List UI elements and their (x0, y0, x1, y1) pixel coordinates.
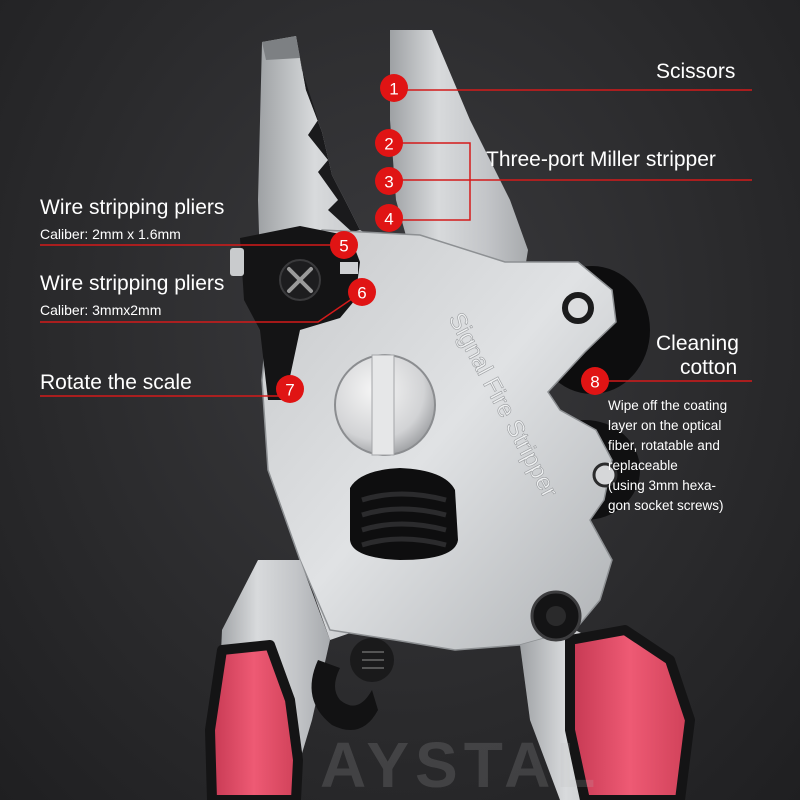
label-pliers-1-caliber: Caliber: 2mm x 1.6mm (40, 226, 181, 242)
rotating-scale-bracket (240, 226, 360, 400)
right-handle (565, 625, 695, 800)
svg-text:1: 1 (389, 80, 398, 99)
slot-6 (340, 262, 358, 274)
label-pliers-2-caliber: Caliber: 3mmx2mm (40, 302, 162, 318)
pivot-screw-slot (371, 354, 395, 456)
cross-screw-slot (287, 267, 313, 293)
cleaning-desc-line: layer on the optical (608, 418, 722, 433)
svg-text:3: 3 (384, 173, 393, 192)
spring-window (350, 468, 458, 560)
marker-8: 8 (581, 367, 609, 395)
cleaning-description: Wipe off the coating layer on the optica… (608, 396, 727, 516)
cleaning-desc-line: fiber, rotatable and (608, 438, 720, 453)
cleaning-desc-line: gon socket screws) (608, 498, 724, 513)
leader-bracket-2-4 (402, 142, 471, 221)
label-pliers-1-title: Wire stripping pliers (40, 196, 225, 219)
cleaning-desc-line: replaceable (608, 458, 678, 473)
left-handle (205, 640, 303, 800)
marker-4: 4 (375, 204, 403, 232)
label-pliers-2-title: Wire stripping pliers (40, 272, 225, 295)
label-miller-stripper: Three-port Miller stripper (486, 148, 716, 171)
svg-text:8: 8 (590, 373, 599, 392)
label-scissors: Scissors (656, 60, 736, 83)
label-cleaning-line2: cotton (680, 356, 738, 379)
marker-3: 3 (375, 167, 403, 195)
marker-2: 2 (375, 129, 403, 157)
marker-1: 1 (380, 74, 408, 102)
spring-coils (361, 491, 447, 548)
leader-lines (40, 89, 752, 397)
left-blade-tip (262, 36, 300, 60)
leader-6 (40, 291, 363, 323)
hole-top-right (562, 292, 594, 324)
left-blade-teeth (296, 36, 360, 232)
brand-watermark: AYSTAL (320, 729, 602, 800)
hole-mid-right (592, 462, 618, 488)
lock-hook (311, 660, 378, 730)
bracket-pin (230, 248, 244, 276)
label-cleaning-line1: Cleaning (656, 332, 739, 355)
lock-knob-grip (362, 651, 384, 669)
cleaning-desc-line: Wipe off the coating (608, 398, 728, 413)
svg-text:5: 5 (339, 237, 348, 256)
svg-text:4: 4 (384, 210, 393, 229)
marker-group: 1 2 3 4 5 6 7 8 (276, 74, 609, 403)
marker-7: 7 (276, 375, 304, 403)
cleaning-desc-line: (using 3mm hexa- (608, 478, 717, 493)
svg-text:2: 2 (384, 135, 393, 154)
svg-text:7: 7 (285, 381, 294, 400)
lower-screw-socket (546, 606, 566, 626)
svg-text:6: 6 (357, 284, 366, 303)
marker-6: 6 (348, 278, 376, 306)
marker-5: 5 (330, 231, 358, 259)
right-blade (390, 30, 528, 300)
label-rotate-scale: Rotate the scale (40, 371, 192, 394)
